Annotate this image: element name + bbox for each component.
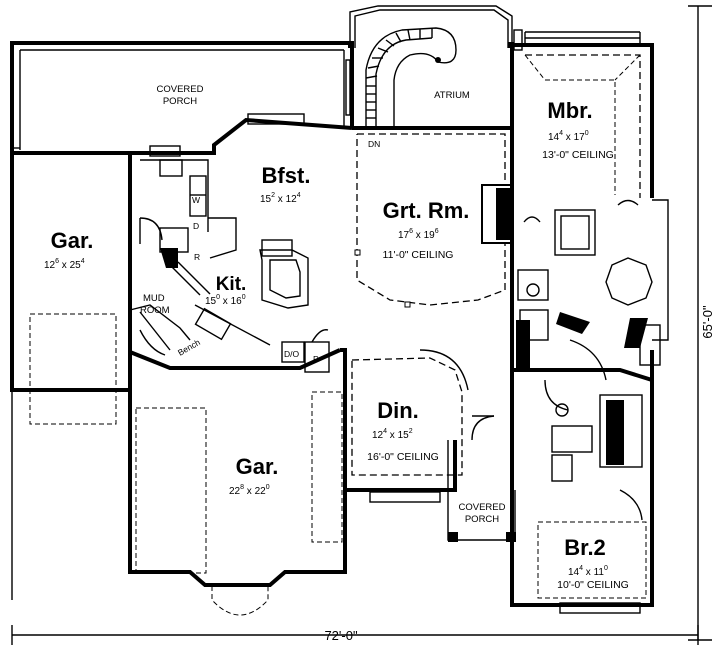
master-bedroom-ceiling: 13'-0" CEILING bbox=[542, 149, 614, 161]
great-room-name: Grt. Rm. bbox=[383, 198, 470, 223]
breakfast-kitchen bbox=[12, 113, 353, 373]
kitchen-name: Kit. bbox=[216, 274, 247, 295]
garage-main-dimensions: 228 x 220 bbox=[229, 484, 270, 497]
labels: COVERED PORCH ATRIUM DN Mbr. 144 x 170 1… bbox=[44, 84, 715, 643]
covered-porch-front-line2: PORCH bbox=[465, 514, 499, 525]
kitchen-dimensions: 150 x 160 bbox=[205, 294, 246, 307]
garage-main-name: Gar. bbox=[236, 454, 279, 479]
covered-porch-top bbox=[10, 41, 354, 153]
refrigerator-label: R bbox=[194, 252, 200, 262]
garage-main bbox=[128, 348, 347, 616]
garage-side-dimensions: 126 x 254 bbox=[44, 258, 85, 271]
dishwasher-label: D/O bbox=[284, 349, 300, 359]
covered-porch-front-line1: COVERED bbox=[459, 502, 506, 513]
garage-side-name: Gar. bbox=[51, 228, 94, 253]
overall-depth-label: 65'-0" bbox=[700, 305, 715, 339]
dryer-label: D bbox=[193, 221, 199, 231]
covered-porch-top-line2: PORCH bbox=[163, 96, 197, 107]
breakfast-name: Bfst. bbox=[262, 163, 311, 188]
bench-label: Bench bbox=[176, 337, 202, 358]
atrium-stair bbox=[345, 5, 523, 130]
breakfast-dimensions: 152 x 124 bbox=[260, 192, 301, 205]
pantry-label: P bbox=[313, 354, 319, 364]
washer-label: W bbox=[192, 195, 200, 205]
dining-name: Din. bbox=[377, 398, 419, 423]
mud-room-line1: MUD bbox=[143, 293, 165, 304]
dining-ceiling: 16'-0" CEILING bbox=[367, 451, 439, 463]
master-bath bbox=[510, 128, 661, 381]
dimension-lines bbox=[11, 5, 712, 645]
covered-porch-top-line1: COVERED bbox=[157, 84, 204, 95]
mud-room-line2: ROOM bbox=[140, 305, 170, 316]
bedroom-2-dimensions: 144 x 110 bbox=[568, 565, 608, 578]
down-stair-label: DN bbox=[368, 139, 380, 149]
great-room-dimensions: 176 x 196 bbox=[398, 228, 439, 241]
master-bedroom-name: Mbr. bbox=[547, 98, 592, 123]
master-bedroom bbox=[512, 31, 669, 341]
garage-side bbox=[10, 153, 132, 600]
dining bbox=[340, 348, 469, 503]
bedroom-2 bbox=[510, 350, 654, 614]
newel-post bbox=[435, 57, 441, 63]
dining-dimensions: 124 x 152 bbox=[372, 428, 413, 441]
atrium-label: ATRIUM bbox=[434, 90, 470, 101]
great-room-ceiling: 11'-0" CEILING bbox=[383, 249, 454, 261]
overall-width-label: 72'-0" bbox=[324, 628, 358, 643]
bedroom-2-name: Br.2 bbox=[564, 535, 606, 560]
master-bedroom-dimensions: 144 x 170 bbox=[548, 130, 589, 143]
bedroom-2-ceiling: 10'-0" CEILING bbox=[557, 579, 629, 591]
stair-treads bbox=[365, 28, 433, 119]
